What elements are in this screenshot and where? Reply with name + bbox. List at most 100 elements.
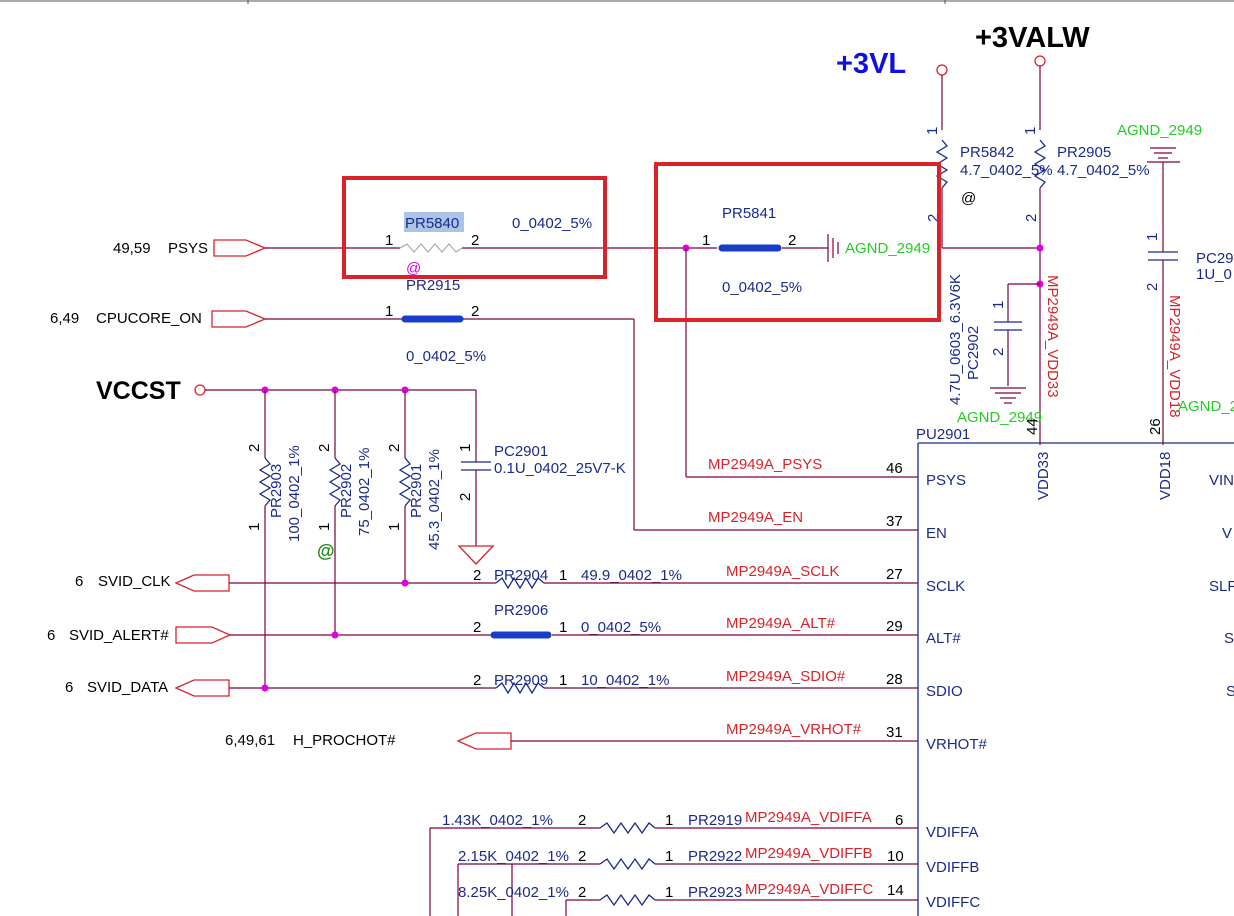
ic-pin-name-alt: ALT#: [926, 630, 961, 647]
pr5840-selection: [404, 212, 464, 232]
resistor-pr2915[interactable]: PR2915 1 2 0_0402_5%: [385, 277, 486, 365]
capacitor-pc29[interactable]: 1 2 PC29 1U_0: [1144, 162, 1234, 445]
pr2919-pin1: 1: [665, 812, 673, 829]
port-svid-data[interactable]: 6 SVID_DATA: [65, 679, 230, 697]
pc29-pin2: 2: [1144, 283, 1161, 291]
resistor-pr2901[interactable]: 2 1 PR2901 45.3_0402_1%: [386, 390, 443, 583]
pr2902-value: 75_0402_1%: [356, 448, 373, 536]
pr2906-pin2: 2: [473, 619, 481, 636]
ic-pu2901[interactable]: PU2901 44 VDD33 26 VDD18 46 PSYS 37 EN 2…: [886, 418, 1234, 916]
pc29-pin1: 1: [1144, 233, 1161, 241]
net-label-vdiffc: MP2949A_VDIFFC: [745, 881, 874, 898]
sheet-frame: [0, 0, 1234, 4]
pr2903-pin1: 1: [246, 523, 263, 531]
pr5842-pin2: 2: [925, 214, 942, 222]
power-rail-vccst-label: VCCST: [96, 377, 181, 405]
resistor-pr5841[interactable]: PR5841 1 2 0_0402_5%: [702, 205, 802, 296]
pc29-value: 1U_0: [1196, 266, 1232, 283]
resistor-pr2902[interactable]: 2 1 PR2902 75_0402_1% @: [316, 390, 373, 635]
pr2902-ref: PR2902: [338, 464, 355, 518]
ground-symbol-pc2902: [990, 387, 1026, 404]
pr2901-pin2: 2: [386, 444, 403, 452]
resistor-pr2909[interactable]: PR2909 2 1 10_0402_1%: [473, 672, 669, 695]
port-svid-data-name: SVID_DATA: [87, 679, 168, 696]
pr2922-pin2: 2: [578, 848, 586, 865]
power-rail-3valw-label: +3VALW: [975, 22, 1090, 54]
pr2923-ref: PR2923: [688, 884, 742, 901]
ic-pin-num-6: 6: [895, 812, 903, 829]
resistor-pr2922[interactable]: 2.15K_0402_1% 2 1 PR2922: [457, 848, 918, 916]
port-svid-clk-ref: 6: [75, 573, 83, 590]
port-psys[interactable]: 49,59 PSYS: [113, 239, 267, 257]
pc29-ref: PC29: [1196, 250, 1234, 267]
pr2909-pin2: 2: [473, 672, 481, 689]
ground-label-pr5841: AGND_2949: [845, 240, 930, 257]
ic-top-pin-name-vdd33: VDD33: [1035, 452, 1052, 500]
capacitor-pc2901[interactable]: 1 2 PC2901 0.1U_0402_25V7-K: [457, 390, 626, 565]
capacitor-pc2902[interactable]: 1 2 4.7U_0603_6.3V6K PC2902 AGND_2949: [947, 274, 1042, 426]
pc2901-pin2: 2: [457, 493, 474, 501]
ground-label-top-right: AGND_2949: [1117, 122, 1202, 139]
pr5842-pin1: 1: [924, 127, 941, 135]
port-svid-alert-name: SVID_ALERT#: [69, 627, 169, 644]
power-rail-vccst-terminal: [194, 384, 206, 396]
ic-ref: PU2901: [916, 426, 970, 443]
resistor-pr2923[interactable]: 8.25K_0402_1% 2 1 PR2923: [458, 864, 918, 916]
pc2902-value: 4.7U_0603_6.3V6K: [947, 274, 964, 405]
pr5840-ref: PR5840: [405, 215, 459, 232]
power-rail-3valw[interactable]: +3VALW: [975, 22, 1090, 130]
ground-symbol-pc2901: [457, 545, 495, 565]
pr2909-value: 10_0402_1%: [581, 672, 669, 689]
ic-pin-num-27: 27: [886, 566, 903, 583]
port-cpucore-on[interactable]: 6,49 CPUCORE_ON: [50, 310, 267, 328]
resistor-pr5840[interactable]: PR5840 0_0402_5% 1 2 @: [385, 212, 592, 277]
port-svid-alert[interactable]: 6 SVID_ALERT#: [47, 626, 232, 644]
power-rail-3vl[interactable]: +3VL: [836, 48, 948, 130]
resistor-pr2904[interactable]: PR2904 2 1 49.9_0402_1%: [473, 567, 682, 590]
net-label-sdio: MP2949A_SDIO#: [726, 668, 846, 685]
pr2919-ref: PR2919: [688, 812, 742, 829]
net-label-vdd33: MP2949A_VDD33: [1044, 275, 1061, 398]
ic-right-fragment-v: V: [1222, 525, 1232, 542]
pr5842-ref: PR5842: [960, 144, 1014, 161]
ic-pin-name-vdiffa: VDIFFA: [926, 824, 979, 841]
resistor-pr2905[interactable]: 1 2 PR2905 4.7_0402_5%: [1022, 127, 1150, 445]
ic-pin-name-vdiffc: VDIFFC: [926, 894, 980, 911]
pc2902-pin2: 2: [990, 348, 1007, 356]
net-label-sclk: MP2949A_SCLK: [726, 563, 839, 580]
port-svid-clk-flag: [174, 574, 230, 592]
resistor-pr5842[interactable]: 1 2 PR5842 4.7_0402_5% @: [924, 127, 1053, 248]
port-psys-ref: 49,59: [113, 240, 151, 257]
port-svid-clk[interactable]: 6 SVID_CLK: [75, 573, 230, 592]
resistor-pr2903[interactable]: 2 1 PR2903 100_0402_1%: [246, 390, 303, 688]
resistor-pr2906[interactable]: PR2906 2 1 0_0402_5%: [473, 602, 661, 639]
pc2901-ref: PC2901: [494, 443, 548, 460]
port-cpucore-on-ref: 6,49: [50, 310, 79, 327]
port-h-prochot[interactable]: 6,49,61 H_PROCHOT#: [225, 732, 512, 750]
resistor-pr2919[interactable]: 1.43K_0402_1% 2 1 PR2919: [429, 812, 918, 916]
pr2901-ref: PR2901: [408, 464, 425, 518]
ic-right-fragment-slf: SLF: [1209, 578, 1234, 595]
pr2906-ref: PR2906: [494, 602, 548, 619]
pr2906-pin1: 1: [559, 619, 567, 636]
highlight-box-pr5841: [654, 162, 941, 322]
ic-top-pin-name-vdd18: VDD18: [1157, 452, 1174, 500]
pr5840-value: 0_0402_5%: [512, 215, 592, 232]
pc2902-pin1: 1: [990, 301, 1007, 309]
ic-right-fragment-vin: VIN: [1209, 472, 1234, 489]
net-label-vdiffb: MP2949A_VDIFFB: [745, 845, 873, 862]
power-rail-vccst[interactable]: VCCST: [96, 377, 206, 405]
pr2904-pin1: 1: [559, 567, 567, 584]
ground-label-pc2902: AGND_2949: [957, 409, 1042, 426]
pr2904-value: 49.9_0402_1%: [581, 567, 682, 584]
ic-pin-name-psys: PSYS: [926, 472, 966, 489]
pr2909-pin1: 1: [559, 672, 567, 689]
pr2909-ref: PR2909: [494, 672, 548, 689]
pr5842-value: 4.7_0402_5%: [960, 162, 1053, 179]
port-svid-alert-flag: [175, 626, 232, 644]
pr2923-pin2: 2: [578, 884, 586, 901]
ground-label-right: AGND_2: [1178, 398, 1234, 415]
pr5841-pin2: 2: [788, 232, 796, 249]
pr2905-value: 4.7_0402_5%: [1057, 162, 1150, 179]
